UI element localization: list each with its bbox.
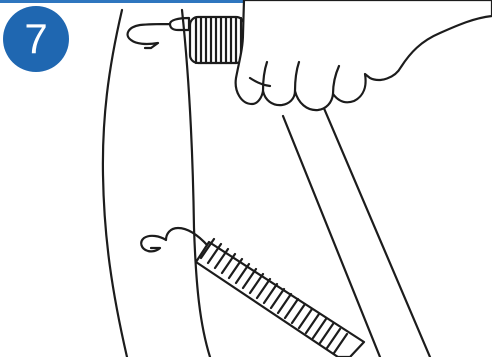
trampoline-mat-edge-icon — [103, 10, 127, 357]
spring-upper-icon — [190, 17, 244, 63]
step-number-badge: 7 — [3, 6, 69, 72]
gloved-hand-icon — [236, 0, 492, 110]
spring-hook-lower-icon — [141, 228, 208, 251]
spring-hook-upper-icon — [128, 18, 189, 48]
